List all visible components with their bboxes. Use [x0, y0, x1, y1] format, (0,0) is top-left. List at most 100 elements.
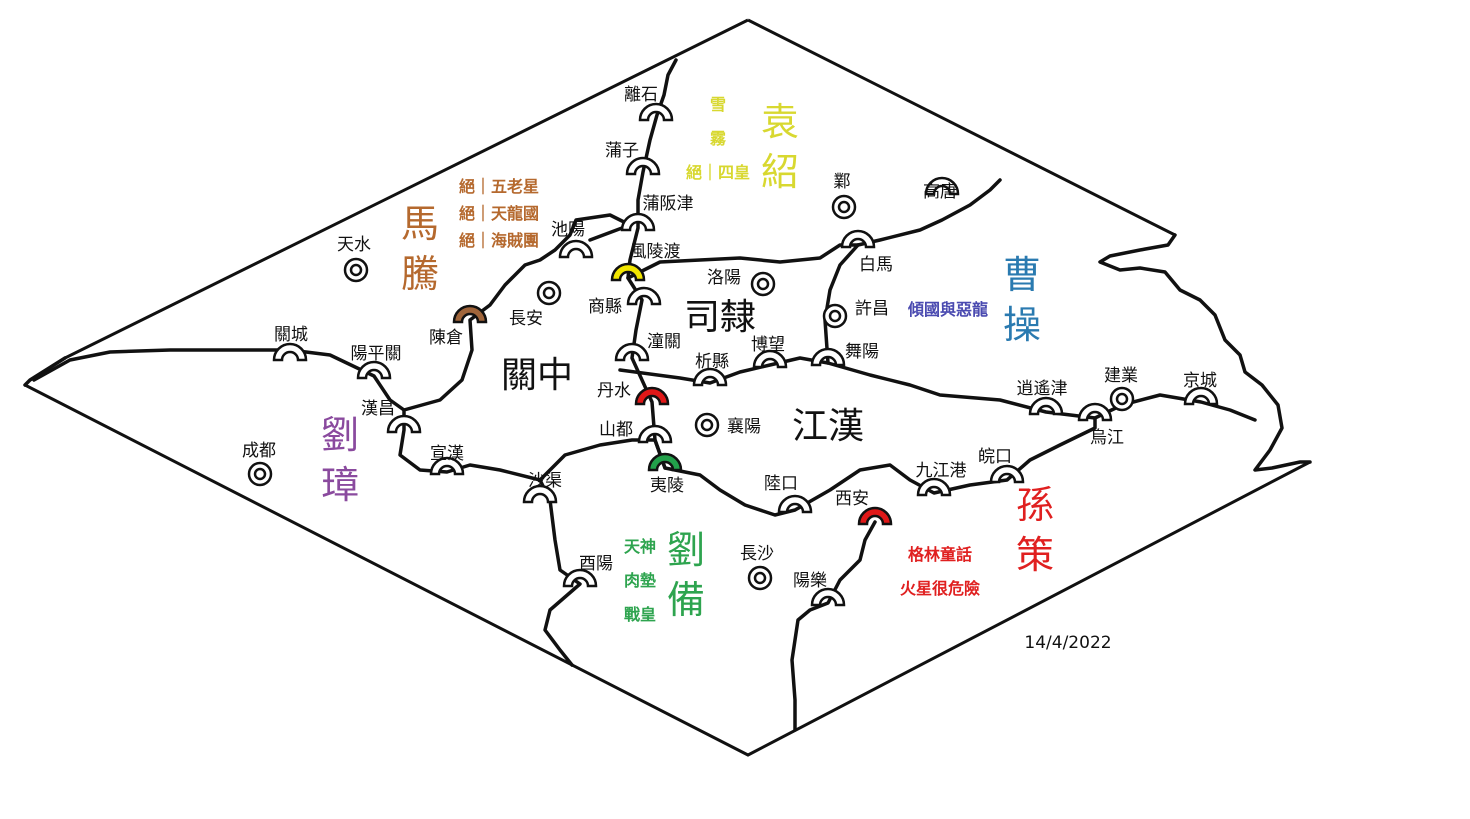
gate-icon [810, 587, 846, 607]
gate[interactable]: 白馬 [840, 229, 893, 275]
gate[interactable]: 逍遙津 [1017, 379, 1068, 416]
player-name: 絕｜五老星 [459, 177, 539, 196]
gate-label: 陳倉 [429, 328, 463, 348]
castle-label: 洛陽 [707, 268, 741, 288]
gate-icon [924, 176, 960, 196]
gate-icon [752, 349, 788, 369]
gate[interactable]: 風陵渡 [610, 242, 681, 282]
gate[interactable]: 陽樂 [793, 571, 846, 607]
gate[interactable]: 宣漢 [429, 444, 465, 476]
gate[interactable]: 析縣 [692, 352, 729, 387]
castle-label: 長沙 [740, 544, 774, 564]
gate-label: 京城 [1183, 371, 1217, 391]
gate[interactable]: 陽平關 [351, 344, 402, 380]
castle-icon [831, 194, 857, 220]
castle-icon [247, 461, 273, 487]
gate-icon [429, 456, 465, 476]
region-labels: 關中 司隸 江漢 [501, 297, 864, 447]
region-label: 司隸 [684, 297, 756, 338]
castle[interactable]: 鄴 [831, 172, 857, 220]
gate[interactable]: 烏江 [1077, 402, 1124, 448]
castle-label: 襄陽 [727, 416, 761, 437]
region-label: 關中 [501, 355, 573, 396]
castle-icon [1109, 386, 1135, 412]
castle-icon-inner [253, 467, 267, 481]
gate[interactable]: 蒲阪津 [620, 194, 694, 232]
gate[interactable]: 離石 [624, 85, 674, 122]
gate-icon [625, 156, 661, 176]
player-name: 肉墊 [624, 571, 656, 590]
castle[interactable]: 天水 [337, 235, 371, 283]
gate[interactable]: 夷陵 [647, 452, 684, 496]
gate[interactable]: 山都 [599, 420, 673, 444]
castle-icon-inner [837, 200, 851, 214]
gate[interactable]: 蒲子 [605, 141, 661, 176]
castle[interactable]: 建業 [1104, 366, 1138, 412]
faction-name: 袁紹 [761, 100, 799, 194]
gate-icon [522, 484, 558, 504]
gate[interactable]: 池陽 [551, 220, 594, 259]
gate[interactable]: 酉陽 [562, 554, 613, 588]
castle-icon [747, 565, 773, 591]
map-border [23, 18, 1312, 757]
gate[interactable]: 博望 [751, 335, 788, 369]
gate-icon [638, 102, 674, 122]
gate-label: 關城 [274, 325, 308, 345]
gate[interactable]: 高唐 [923, 176, 960, 202]
castle-icon-inner [753, 571, 767, 585]
gate-icon [614, 342, 650, 362]
castle[interactable]: 襄陽 [694, 412, 761, 438]
gate-icon [1077, 402, 1113, 422]
gate-icon [857, 506, 893, 526]
gate-label: 析縣 [695, 352, 729, 372]
gate-icon [272, 342, 308, 362]
player-name: 絕｜四皇 [686, 163, 750, 182]
faction-labels: 袁紹雪霧絕｜四皇馬騰絕｜五老星絕｜天龍國絕｜海賊團曹操傾國與惡龍劉璋劉備天神肉墊… [321, 95, 1054, 624]
gate-label: 逍遙津 [1017, 379, 1068, 399]
player-name: 絕｜海賊團 [459, 231, 539, 250]
castle[interactable]: 成都 [242, 441, 276, 487]
gate[interactable]: 京城 [1183, 371, 1219, 406]
player-name: 戰皇 [624, 605, 656, 624]
castle-label: 許昌 [855, 299, 889, 319]
gate-icon [692, 367, 728, 387]
gate-label: 蒲子 [605, 141, 639, 161]
castle[interactable]: 許昌 [822, 299, 889, 329]
gate[interactable]: 陳倉 [429, 304, 488, 348]
gate[interactable]: 沙渠 [522, 471, 562, 504]
castle-icon-inner [1115, 392, 1129, 406]
gate[interactable]: 西安 [835, 489, 893, 526]
gate-icon [356, 360, 392, 380]
gate-icon [1183, 386, 1219, 406]
gate-icon [558, 239, 594, 259]
gate[interactable]: 皖口 [978, 447, 1025, 484]
castle[interactable]: 洛陽 [707, 268, 776, 297]
castle-icon [694, 412, 720, 438]
castle-label: 長安 [509, 309, 543, 329]
gate[interactable]: 九江港 [916, 461, 967, 497]
player-name: 天神 [624, 537, 656, 556]
gate[interactable]: 商縣 [588, 286, 662, 317]
gate-icon [634, 386, 670, 406]
castle-icon-inner [349, 263, 363, 277]
gate-icon [916, 477, 952, 497]
gate-icon [840, 229, 876, 249]
gate[interactable]: 舞陽 [810, 342, 879, 367]
castle[interactable]: 長安 [509, 280, 562, 329]
castle[interactable]: 長沙 [740, 544, 774, 591]
gate[interactable]: 陸口 [764, 474, 813, 514]
gate-icon [647, 452, 683, 472]
gate-icon [777, 494, 813, 514]
faction-3: 劉璋 [321, 413, 359, 507]
castle-label: 建業 [1104, 366, 1138, 386]
gate-label: 蒲阪津 [643, 194, 694, 214]
gate[interactable]: 丹水 [597, 381, 670, 406]
gate[interactable]: 漢昌 [361, 399, 422, 434]
gate[interactable]: 潼關 [614, 332, 681, 362]
date-label: 14/4/2022 [1024, 633, 1111, 653]
gate[interactable]: 關城 [272, 325, 308, 362]
